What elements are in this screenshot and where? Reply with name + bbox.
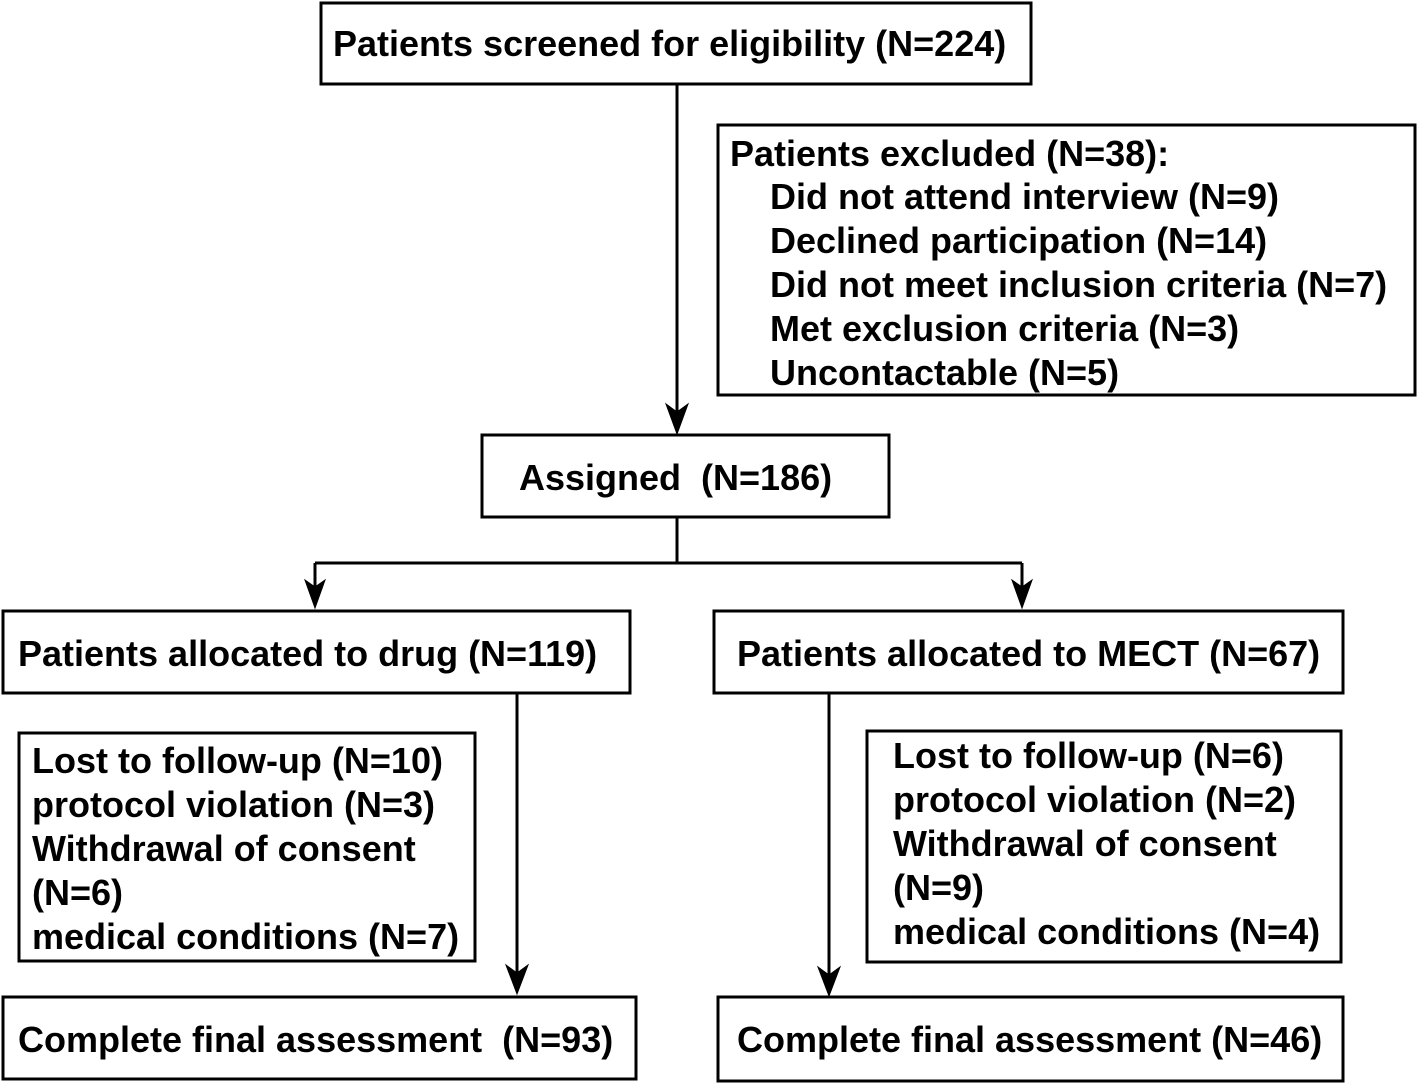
node-drug-losses: Lost to follow-up (N=10) protocol violat…: [17, 731, 477, 963]
node-mect-losses-box: [865, 729, 1343, 964]
node-drug-final: Complete final assessment (N=93): [1, 995, 638, 1081]
node-drug-allocated-box: [1, 609, 632, 695]
node-screened-box: [319, 1, 1033, 86]
excluded-reason: Uncontactable (N=5): [770, 352, 1119, 393]
drug-loss-line: Lost to follow-up (N=10): [32, 740, 443, 781]
node-mect-allocated: Patients allocated to MECT (N=67): [712, 609, 1345, 695]
node-screened-label: Patients screened for eligibility (N=224…: [333, 23, 1006, 64]
mect-loss-line: (N=9): [893, 867, 984, 908]
node-excluded-title: Patients excluded (N=38):: [730, 133, 1169, 174]
node-drug-losses-box: [17, 731, 477, 963]
node-assigned-label: Assigned (N=186): [519, 457, 832, 498]
excluded-reason: Met exclusion criteria (N=3): [770, 308, 1239, 349]
node-screened: Patients screened for eligibility (N=224…: [319, 1, 1033, 86]
branch-connector-lines: [315, 517, 1022, 565]
mect-loss-line: Lost to follow-up (N=6): [893, 735, 1284, 776]
node-mect-losses: Lost to follow-up (N=6) protocol violati…: [865, 729, 1343, 964]
node-mect-final-label: Complete final assessment (N=46): [737, 1019, 1322, 1060]
arrow-drug-to-final-head: [504, 963, 530, 996]
node-excluded-box: [716, 123, 1417, 397]
arrow-to-drug-head: [304, 578, 326, 610]
arrow-mect-to-final: [816, 694, 842, 998]
arrow-mect-to-final-head: [816, 965, 842, 998]
node-mect-final: Complete final assessment (N=46): [716, 995, 1345, 1083]
arrow-to-mect-head: [1011, 578, 1033, 610]
node-mect-final-box: [716, 995, 1345, 1083]
drug-loss-line: (N=6): [32, 872, 123, 913]
mect-loss-line: protocol violation (N=2): [893, 779, 1296, 820]
branch-connector: [304, 517, 1033, 610]
excluded-reason: Did not meet inclusion criteria (N=7): [770, 264, 1387, 305]
arrow-drug-to-final: [504, 694, 530, 996]
node-drug-allocated: Patients allocated to drug (N=119): [1, 609, 632, 695]
node-drug-final-label: Complete final assessment (N=93): [18, 1019, 613, 1060]
node-drug-final-box: [1, 995, 638, 1081]
drug-loss-line: medical conditions (N=7): [32, 916, 459, 957]
arrow-screened-to-assigned: [664, 85, 690, 436]
excluded-reason: Did not attend interview (N=9): [770, 176, 1279, 217]
drug-loss-line: Withdrawal of consent: [32, 828, 416, 869]
node-mect-allocated-box: [712, 609, 1345, 695]
excluded-reason: Declined participation (N=14): [770, 220, 1267, 261]
node-assigned-box: [480, 433, 891, 519]
mect-loss-line: Withdrawal of consent: [893, 823, 1277, 864]
arrow-screened-to-assigned-head: [664, 402, 690, 436]
node-mect-allocated-label: Patients allocated to MECT (N=67): [737, 633, 1320, 674]
mect-loss-line: medical conditions (N=4): [893, 911, 1320, 952]
node-assigned: Assigned (N=186): [480, 433, 891, 519]
node-drug-allocated-label: Patients allocated to drug (N=119): [18, 633, 597, 674]
drug-loss-line: protocol violation (N=3): [32, 784, 435, 825]
node-excluded: Patients excluded (N=38): Did not attend…: [716, 123, 1417, 397]
